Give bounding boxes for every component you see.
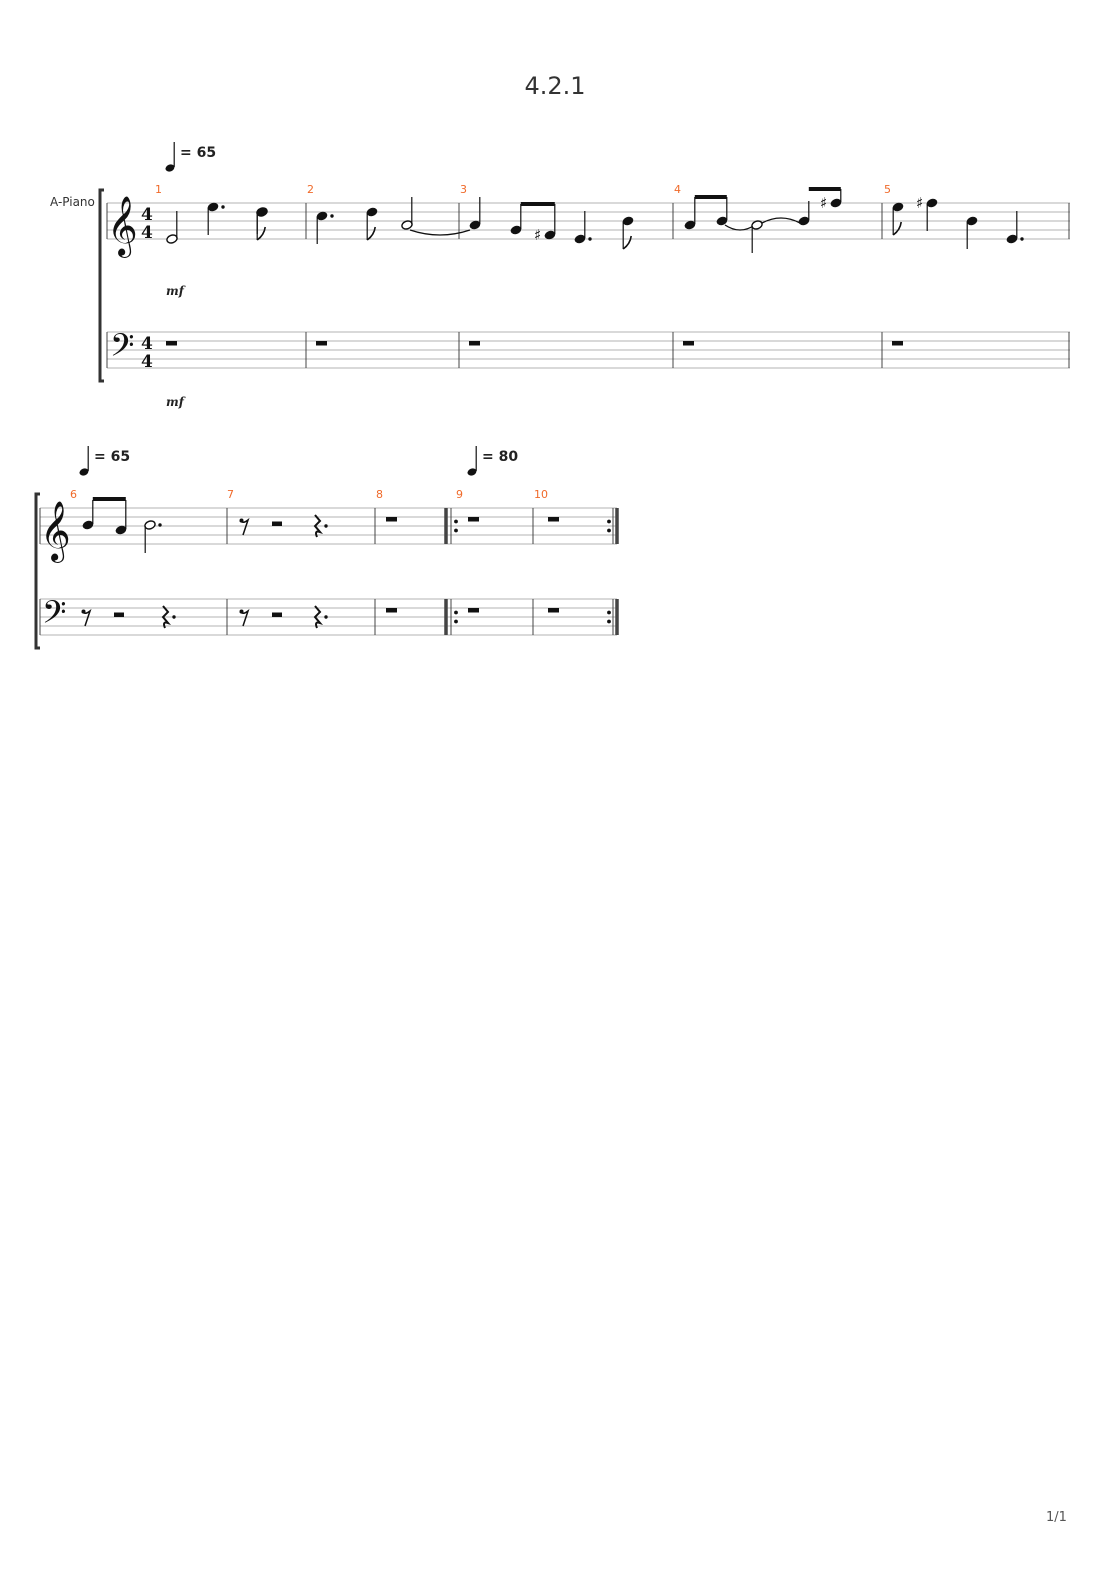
- tempo-mark: = 65: [94, 449, 130, 465]
- dynamic-marking-treble: mf: [166, 284, 186, 298]
- whole-rest-icon: [468, 517, 479, 522]
- repeat-dot: [454, 519, 458, 524]
- eighth-rest-dot: [239, 609, 244, 614]
- repeat-dot: [454, 610, 458, 615]
- measure-number: 2: [307, 183, 314, 196]
- measure-number: 10: [534, 488, 548, 501]
- whole-rest-icon: [316, 341, 327, 346]
- quarter-rest-icon: [161, 605, 172, 629]
- whole-rest-icon: [166, 341, 177, 346]
- repeat-dot: [454, 528, 458, 533]
- sharp-accidental-icon: ♯: [916, 194, 923, 212]
- time-signature-numerator: 4: [141, 205, 153, 225]
- measure-number: 7: [227, 488, 234, 501]
- augmentation-dot: [588, 237, 592, 241]
- measure-number: 8: [376, 488, 383, 501]
- augmentation-dot: [324, 524, 328, 528]
- tempo-quarter-note-icon: [467, 468, 477, 476]
- grand-staff-bracket: [34, 492, 40, 650]
- measure-number: 1: [155, 183, 162, 196]
- whole-rest-icon: [683, 341, 694, 346]
- page-number: 1/1: [1046, 1510, 1067, 1525]
- whole-rest-icon: [892, 341, 903, 346]
- eighth-rest-dot: [239, 518, 244, 523]
- measure-number: 6: [70, 488, 77, 501]
- note-flag: [622, 235, 632, 250]
- measure-number: 4: [674, 183, 681, 196]
- tie: [409, 229, 471, 236]
- repeat-dot: [607, 610, 611, 615]
- instrument-name: A-Piano: [50, 195, 95, 209]
- tempo-quarter-note-icon: [165, 164, 175, 172]
- quarter-rest-icon: [313, 605, 324, 629]
- augmentation-dot: [1020, 237, 1024, 241]
- repeat-dot: [607, 528, 611, 533]
- half-rest-icon: [272, 521, 282, 526]
- time-signature-denominator: 4: [141, 223, 153, 243]
- note-flag: [366, 226, 376, 241]
- tie: [761, 217, 801, 224]
- whole-rest-icon: [548, 517, 559, 522]
- repeat-dot: [607, 619, 611, 624]
- tie: [724, 224, 756, 231]
- half-rest-icon: [114, 612, 124, 617]
- score-title: 4.2.1: [524, 72, 586, 100]
- augmentation-dot: [158, 523, 162, 527]
- measure-number: 9: [456, 488, 463, 501]
- tempo-mark: = 80: [482, 449, 518, 465]
- augmentation-dot: [172, 615, 176, 619]
- bass-clef-icon: 𝄢: [110, 327, 134, 371]
- note-flag: [892, 221, 902, 236]
- sharp-accidental-icon: ♯: [820, 194, 827, 212]
- grand-staff-bracket: [98, 188, 104, 383]
- dynamic-marking-bass: mf: [166, 395, 186, 409]
- augmentation-dot: [221, 205, 225, 209]
- tempo-mark: = 65: [180, 145, 216, 161]
- measure-number: 5: [884, 183, 891, 196]
- whole-rest-icon: [468, 608, 479, 613]
- bass-clef-icon: 𝄢: [42, 594, 66, 638]
- repeat-dot: [607, 519, 611, 524]
- time-signature-denominator: 4: [141, 352, 153, 372]
- treble-clef-icon: 𝄞: [107, 196, 138, 258]
- augmentation-dot: [330, 214, 334, 218]
- whole-rest-icon: [548, 608, 559, 613]
- sharp-accidental-icon: ♯: [534, 226, 541, 244]
- note-flag: [256, 226, 266, 241]
- tempo-quarter-note-icon: [79, 468, 89, 476]
- augmentation-dot: [324, 615, 328, 619]
- measure-number: 3: [460, 183, 467, 196]
- quarter-rest-icon: [313, 514, 324, 538]
- eighth-rest-dot: [81, 609, 86, 614]
- treble-clef-icon: 𝄞: [40, 501, 71, 563]
- whole-rest-icon: [386, 517, 397, 522]
- whole-rest-icon: [469, 341, 480, 346]
- time-signature-numerator: 4: [141, 334, 153, 354]
- half-rest-icon: [272, 612, 282, 617]
- repeat-dot: [454, 619, 458, 624]
- whole-rest-icon: [386, 608, 397, 613]
